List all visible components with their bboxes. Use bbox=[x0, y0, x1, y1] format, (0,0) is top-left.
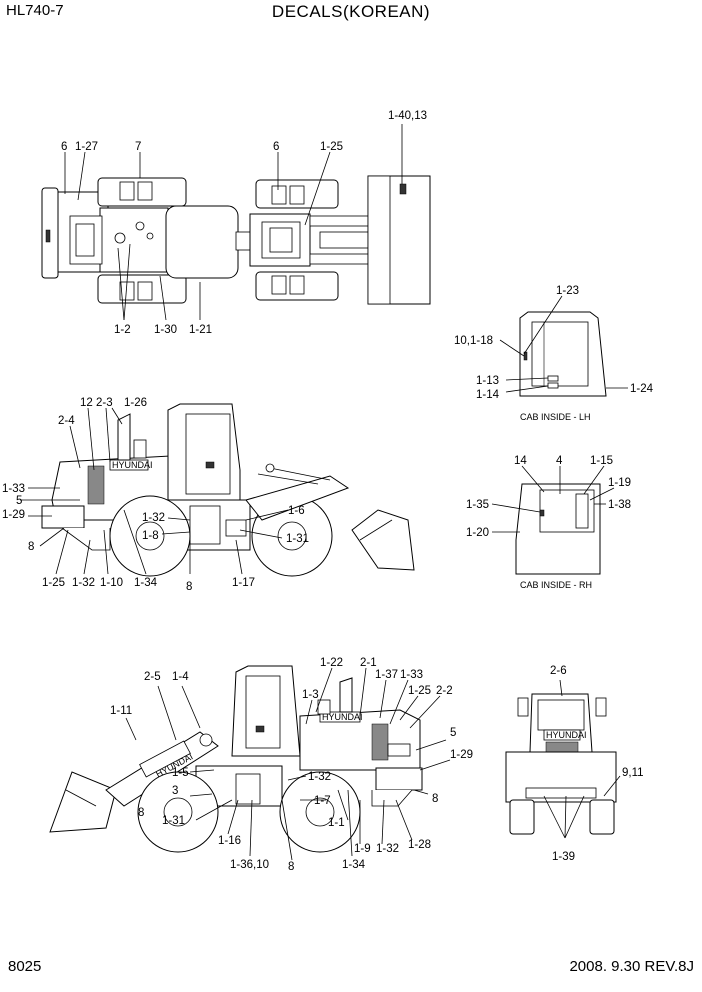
callout-label: 1-32 bbox=[376, 843, 399, 855]
left-side-view: HYUNDAI bbox=[20, 403, 415, 577]
callout-label: 1-14 bbox=[476, 389, 500, 401]
callout-label: 10,1-18 bbox=[454, 335, 493, 347]
callout-label: 1-25 bbox=[42, 577, 65, 589]
callout-label: 8 bbox=[186, 581, 192, 593]
callout-label: 1-34 bbox=[342, 859, 366, 871]
callout-label: 1-22 bbox=[320, 657, 343, 669]
model-number: HL740-7 bbox=[6, 2, 64, 19]
callout-label: 1-34 bbox=[134, 577, 158, 589]
callout-label: 1-10 bbox=[100, 577, 123, 589]
callout-label: 1-2 bbox=[114, 324, 131, 336]
callout-label: 1-32 bbox=[72, 577, 95, 589]
cab-inside-lh-view: CAB INSIDE - LH bbox=[499, 295, 628, 422]
callout-label: 1-40,13 bbox=[388, 110, 427, 122]
callout-label: 1-23 bbox=[556, 285, 579, 297]
callout-label: 1-21 bbox=[189, 324, 212, 336]
callout-label: 5 bbox=[450, 727, 456, 739]
callout-label: 1-31 bbox=[162, 815, 185, 827]
callout-label: 1-9 bbox=[354, 843, 371, 855]
page-title: DECALS(KOREAN) bbox=[271, 2, 431, 21]
cab-rh-caption: CAB INSIDE - RH bbox=[520, 580, 592, 590]
callout-label: 1-31 bbox=[286, 533, 309, 545]
callout-label: 1-26 bbox=[124, 397, 147, 409]
callout-label: 9,11 bbox=[622, 767, 644, 779]
callout-label: 1-37 bbox=[375, 669, 398, 681]
callout-label: 2-6 bbox=[550, 665, 567, 677]
callout-label: 1-16 bbox=[218, 835, 241, 847]
callout-label: 8 bbox=[288, 861, 294, 873]
callout-label: 1-7 bbox=[314, 795, 331, 807]
callout-label: 12 bbox=[80, 397, 93, 409]
callout-label: 1-11 bbox=[110, 705, 132, 717]
callout-label: 1-30 bbox=[154, 324, 177, 336]
page-number: 8025 bbox=[8, 958, 42, 975]
callout-label: 1-33 bbox=[2, 483, 25, 495]
callout-label: 1-24 bbox=[630, 383, 654, 395]
callout-label: 6 bbox=[61, 141, 67, 153]
rear-view: HYUNDAI bbox=[505, 679, 621, 839]
callout-label: 1-20 bbox=[466, 527, 489, 539]
callout-label: 2-5 bbox=[144, 671, 161, 683]
callout-label: 1-29 bbox=[450, 749, 473, 761]
callout-label: 1-1 bbox=[328, 817, 345, 829]
callout-label: 1-5 bbox=[172, 767, 189, 779]
callout-label: 14 bbox=[514, 455, 527, 467]
callout-label: 1-28 bbox=[408, 839, 431, 851]
callout-label: 1-8 bbox=[142, 530, 159, 542]
callout-label: 4 bbox=[556, 455, 563, 467]
callout-label: 1-25 bbox=[320, 141, 343, 153]
callout-label: 1-17 bbox=[232, 577, 255, 589]
callout-label: 1-33 bbox=[400, 669, 423, 681]
callout-label: 1-32 bbox=[308, 771, 331, 783]
callout-label: 1-38 bbox=[608, 499, 631, 511]
callout-label: 8 bbox=[138, 807, 144, 819]
callout-label: 1-6 bbox=[288, 505, 305, 517]
callout-label: 2-2 bbox=[436, 685, 453, 697]
callout-label: 7 bbox=[135, 141, 141, 153]
callout-label: 1-3 bbox=[302, 689, 319, 701]
callout-label: 2-1 bbox=[360, 657, 377, 669]
svg-text:HYUNDAI: HYUNDAI bbox=[112, 460, 153, 470]
callout-label: 1-29 bbox=[2, 509, 25, 521]
emblem-text: HYUNDAI bbox=[546, 730, 587, 740]
svg-text:HYUNDAI: HYUNDAI bbox=[322, 712, 363, 722]
callout-label: 5 bbox=[16, 495, 22, 507]
callout-label: 8 bbox=[432, 793, 438, 805]
callout-label: 1-15 bbox=[590, 455, 613, 467]
callout-label: 1-13 bbox=[476, 375, 499, 387]
callout-labels: 6 1-27 7 6 1-25 1-40,13 1-2 1-30 1-21 2-… bbox=[2, 110, 654, 873]
callout-label: 1-4 bbox=[172, 671, 189, 683]
cab-inside-rh-view: CAB INSIDE - RH bbox=[491, 465, 615, 590]
cab-lh-caption: CAB INSIDE - LH bbox=[520, 412, 591, 422]
callout-label: 6 bbox=[273, 141, 279, 153]
callout-label: 1-19 bbox=[608, 477, 631, 489]
revision-date: 2008. 9.30 REV.8J bbox=[569, 958, 694, 975]
callout-label: 1-32 bbox=[142, 512, 165, 524]
top-view bbox=[41, 124, 431, 321]
callout-label: 1-39 bbox=[552, 851, 575, 863]
callout-label: 1-35 bbox=[466, 499, 489, 511]
callout-label: 2-4 bbox=[58, 415, 75, 427]
callout-label: 2-3 bbox=[96, 397, 113, 409]
callout-label: 3 bbox=[172, 785, 178, 797]
callout-label: 1-25 bbox=[408, 685, 431, 697]
callout-label: 1-36,10 bbox=[230, 859, 269, 871]
callout-label: 8 bbox=[28, 541, 34, 553]
right-side-view: HYUNDAI HYUNDAI bbox=[49, 665, 451, 861]
callout-label: 1-27 bbox=[75, 141, 98, 153]
